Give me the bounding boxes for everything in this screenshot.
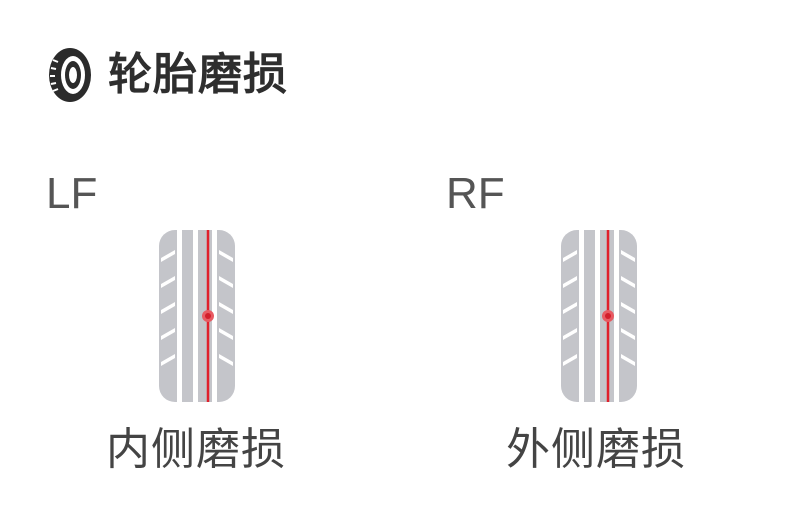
tire-tread-icon [159, 230, 235, 402]
page-title: 轮胎磨损 [108, 49, 288, 100]
tire-position-label: LF [46, 169, 98, 218]
wear-type-label: 外侧磨损 [506, 424, 686, 475]
tire-panel-lf: LF 内侧磨损 [46, 168, 346, 488]
header: 轮胎磨损 [46, 44, 288, 106]
tire-tread-icon [561, 230, 637, 402]
wear-type-label: 内侧磨损 [106, 424, 286, 475]
tire-icon [49, 48, 91, 102]
tire-panel-rf: RF 外侧磨损 [446, 168, 746, 488]
tire-position-label: RF [446, 169, 505, 218]
